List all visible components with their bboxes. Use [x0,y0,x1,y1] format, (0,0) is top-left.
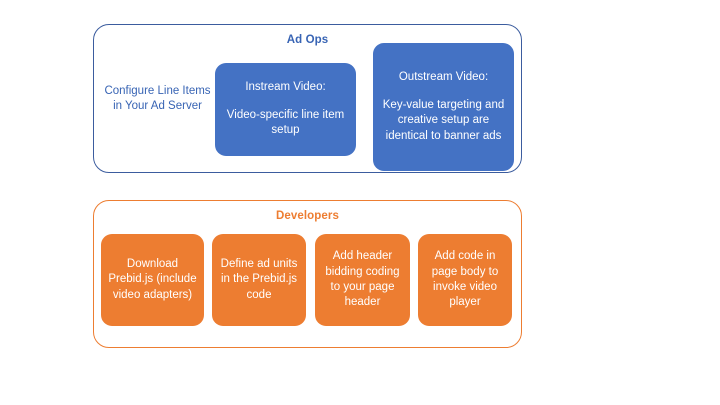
node-instream-video-heading: Instream Video: [245,81,326,94]
group-title-developers: Developers [275,210,339,222]
node-invoke-video-player: Add code in page body to invoke video pl… [418,234,512,326]
node-instream-video-body: Video-specific line item setup [226,109,345,137]
node-outstream-video: Outstream Video: Key-value targeting and… [373,43,514,171]
node-define-ad-units-body: Define ad units in the Prebid.js code [220,257,298,301]
node-instream-video: Instream Video: Video-specific line item… [215,63,356,156]
group-title-ad-ops: Ad Ops [286,34,329,46]
node-download-prebid-body: Download Prebid.js (include video adapte… [108,257,197,301]
node-invoke-video-player-body: Add code in page body to invoke video pl… [431,250,499,309]
node-define-ad-units: Define ad units in the Prebid.js code [212,234,306,326]
node-configure-line-items: Configure Line Items in Your Ad Server [101,70,214,128]
node-header-bidding: Add header bidding coding to your page h… [315,234,410,326]
node-outstream-video-body: Key-value targeting and creative setup a… [382,98,505,142]
node-configure-line-items-body: Configure Line Items in Your Ad Server [104,84,211,112]
node-outstream-video-heading: Outstream Video: [398,70,489,83]
node-download-prebid: Download Prebid.js (include video adapte… [101,234,204,326]
node-header-bidding-body: Add header bidding coding to your page h… [325,250,400,309]
